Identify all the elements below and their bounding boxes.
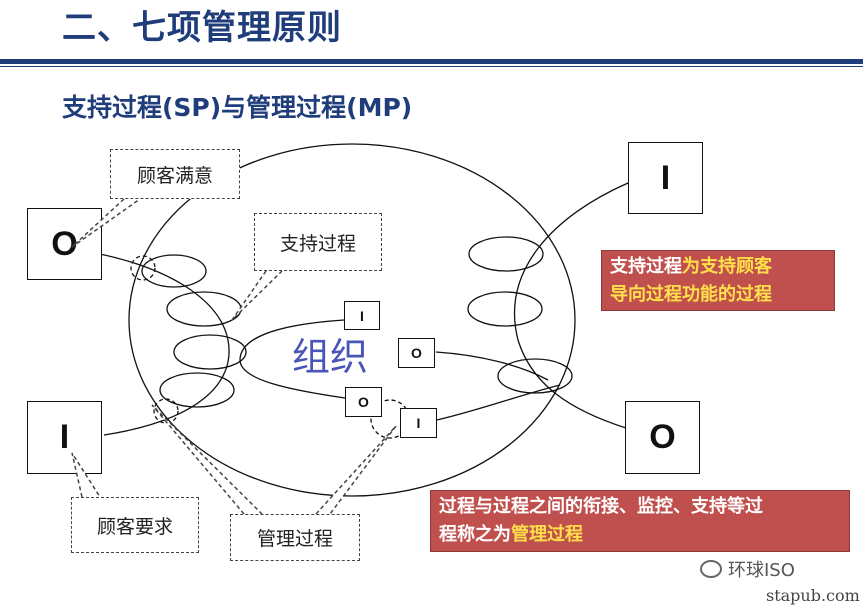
pointer-support-process [231, 270, 283, 321]
pointer-customer-satisfaction [71, 198, 141, 248]
inner-output-box-mid: O [398, 338, 435, 368]
callout-support-process: 支持过程 [254, 213, 382, 271]
management-process-note: 过程与过程之间的衔接、监控、支持等过 程称之为管理过程 [430, 490, 850, 552]
support-note-part-2: 为支持顾客 [682, 256, 772, 277]
input-box-right: I [628, 142, 703, 214]
organization-ellipse [128, 143, 576, 497]
process-oval-left-3 [173, 334, 247, 370]
output-box-left: O [27, 208, 102, 280]
mp-circle-left-top [130, 255, 156, 281]
watermark-brand: 环球ISO [728, 560, 795, 581]
lower-link-line [436, 384, 561, 421]
title-rule [0, 59, 863, 64]
process-oval-right-2 [467, 291, 543, 327]
organization-label: 组织 [292, 335, 369, 379]
inner-input-box-low: I [400, 408, 437, 438]
callout-management-process: 管理过程 [230, 514, 360, 561]
wechat-icon [700, 560, 722, 578]
inner-output-box-low: O [345, 387, 382, 417]
inner-process-curve [239, 319, 346, 399]
process-oval-right-1 [468, 236, 544, 272]
output-box-right: O [625, 401, 700, 474]
management-note-part-1: 过程与过程之间的衔接、监控、支持等过 [439, 496, 763, 517]
support-note-part-1: 支持过程 [610, 256, 682, 277]
title-rule-thin [0, 66, 863, 67]
support-process-note: 支持过程为支持顾客 导向过程功能的过程 [601, 250, 835, 311]
management-note-part-3: 管理过程 [511, 524, 583, 545]
pointer-customer-requirements [71, 452, 101, 498]
process-oval-left-1 [141, 254, 207, 288]
input-box-left: I [27, 401, 102, 474]
process-oval-left-4 [159, 372, 235, 408]
watermark-site: stapub.com [766, 586, 860, 605]
customer-process-curve [94, 252, 230, 436]
page-subtitle: 支持过程(SP)与管理过程(MP) [62, 93, 413, 122]
management-note-part-2: 程称之为 [439, 524, 511, 545]
watermark: 环球ISO [700, 556, 795, 582]
page-title: 二、七项管理原则 [62, 8, 342, 48]
right-process-curve [513, 182, 629, 429]
inner-input-box-top: I [344, 301, 380, 330]
callout-customer-requirements: 顾客要求 [71, 497, 199, 553]
mp-circle-left-low [153, 398, 179, 424]
callout-customer-satisfaction: 顾客满意 [110, 149, 240, 199]
pointer-management-left [151, 404, 263, 515]
inner-link-curve [435, 351, 549, 381]
pointer-management-right [315, 425, 397, 515]
process-oval-right-3 [497, 358, 573, 394]
support-note-part-3: 导向过程功能的过程 [610, 284, 772, 305]
